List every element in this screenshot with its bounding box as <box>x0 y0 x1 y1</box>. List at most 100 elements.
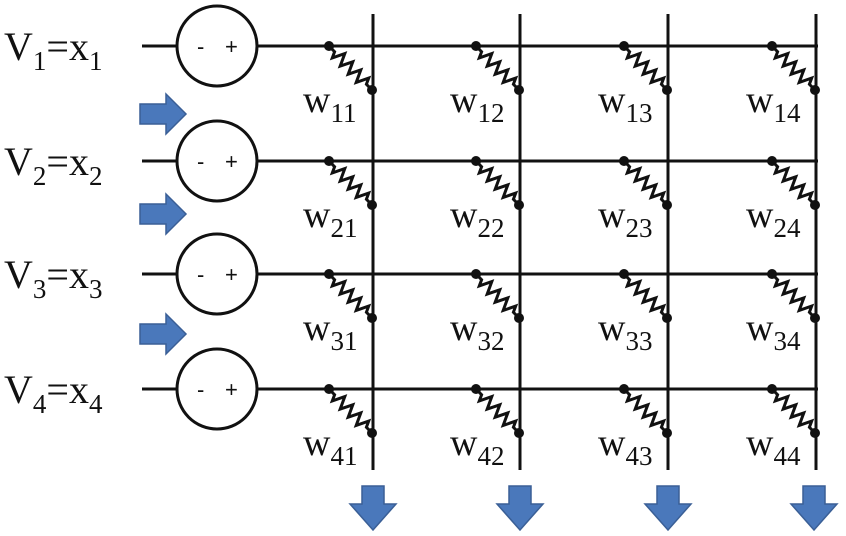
input-subscript: 4 <box>89 389 103 419</box>
weight-label: w31 <box>303 307 357 356</box>
resistor <box>324 41 377 95</box>
resistor-zigzag <box>770 387 817 435</box>
voltage-symbol: V <box>4 367 33 412</box>
resistor <box>619 384 672 438</box>
weight-label: w33 <box>598 307 652 356</box>
weight-symbol: w <box>746 194 774 236</box>
weight-symbol: w <box>303 79 331 121</box>
weight-label: w13 <box>598 79 652 128</box>
voltage-label: V1=x1 <box>4 24 102 76</box>
input-subscript: 2 <box>89 161 103 191</box>
minus-sign: - <box>197 34 204 59</box>
resistor <box>471 41 524 95</box>
weight-subscript: 44 <box>773 441 801 471</box>
weight-label: w41 <box>303 422 357 471</box>
minus-sign: - <box>197 149 204 174</box>
weight-label: w21 <box>303 194 357 243</box>
resistor <box>767 384 820 438</box>
resistor-zigzag <box>770 159 817 207</box>
resistor-zigzag <box>474 44 521 92</box>
weight-subscript: 31 <box>330 326 357 356</box>
voltage-label: V4=x4 <box>4 367 103 419</box>
weight-subscript: 12 <box>477 98 504 128</box>
down-arrow-icon <box>643 485 693 532</box>
resistor <box>767 269 820 323</box>
input-subscript: 1 <box>89 46 103 76</box>
right-arrow-icon <box>139 312 188 356</box>
down-arrow-icon <box>348 485 398 532</box>
weight-symbol: w <box>450 79 478 121</box>
weight-subscript: 13 <box>625 98 652 128</box>
voltage-label: V3=x3 <box>4 252 102 304</box>
weight-symbol: w <box>303 307 331 349</box>
plus-sign: + <box>225 377 238 402</box>
weight-subscript: 23 <box>625 213 652 243</box>
resistor-zigzag <box>474 272 521 320</box>
voltage-source-circle <box>175 347 259 431</box>
resistor-zigzag <box>622 44 669 92</box>
voltage-source-circle <box>175 232 259 316</box>
weight-label: w24 <box>746 194 801 243</box>
weight-symbol: w <box>598 79 626 121</box>
equals-sign: = <box>46 252 69 297</box>
input-symbol: x <box>69 139 89 184</box>
weight-symbol: w <box>746 307 774 349</box>
weight-label: w32 <box>450 307 504 356</box>
voltage-subscript: 3 <box>33 274 47 304</box>
weight-symbol: w <box>303 422 331 464</box>
voltage-subscript: 4 <box>33 389 47 419</box>
weight-subscript: 21 <box>330 213 357 243</box>
equals-sign: = <box>46 367 69 412</box>
weight-subscript: 14 <box>773 98 801 128</box>
voltage-subscript: 1 <box>33 46 47 76</box>
resistor <box>324 156 377 210</box>
weight-subscript: 41 <box>330 441 357 471</box>
weight-symbol: w <box>746 79 774 121</box>
weight-symbol: w <box>598 194 626 236</box>
weight-label: w42 <box>450 422 504 471</box>
weight-label: w34 <box>746 307 801 356</box>
resistor-zigzag <box>327 387 374 435</box>
resistor <box>619 156 672 210</box>
weight-subscript: 33 <box>625 326 652 356</box>
resistor-zigzag <box>622 159 669 207</box>
voltage-symbol: V <box>4 24 33 69</box>
resistor-zigzag <box>327 159 374 207</box>
weight-symbol: w <box>450 422 478 464</box>
weight-subscript: 22 <box>477 213 504 243</box>
input-symbol: x <box>69 367 89 412</box>
minus-sign: - <box>197 262 204 287</box>
weight-symbol: w <box>303 194 331 236</box>
weight-label: w22 <box>450 194 504 243</box>
resistor <box>324 269 377 323</box>
weight-label: w23 <box>598 194 652 243</box>
resistor-zigzag <box>327 272 374 320</box>
voltage-source-circle <box>175 119 259 203</box>
weight-subscript: 42 <box>477 441 504 471</box>
resistor <box>471 269 524 323</box>
voltage-subscript: 2 <box>33 161 47 191</box>
resistor-zigzag <box>770 272 817 320</box>
weight-symbol: w <box>450 307 478 349</box>
voltage-label: V2=x2 <box>4 139 102 191</box>
weight-label: w43 <box>598 422 652 471</box>
weight-label: w14 <box>746 79 801 128</box>
weight-symbol: w <box>598 422 626 464</box>
weight-label: w12 <box>450 79 504 128</box>
minus-sign: - <box>197 377 204 402</box>
voltage-symbol: V <box>4 252 33 297</box>
resistor <box>324 384 377 438</box>
resistor-zigzag <box>622 272 669 320</box>
resistor <box>471 156 524 210</box>
equals-sign: = <box>46 139 69 184</box>
plus-sign: + <box>225 262 238 287</box>
weight-label: w44 <box>746 422 801 471</box>
input-subscript: 3 <box>89 274 103 304</box>
resistor-zigzag <box>770 44 817 92</box>
weight-symbol: w <box>450 194 478 236</box>
input-symbol: x <box>69 252 89 297</box>
weight-subscript: 24 <box>773 213 801 243</box>
resistor <box>471 384 524 438</box>
down-arrow-icon <box>495 485 545 532</box>
